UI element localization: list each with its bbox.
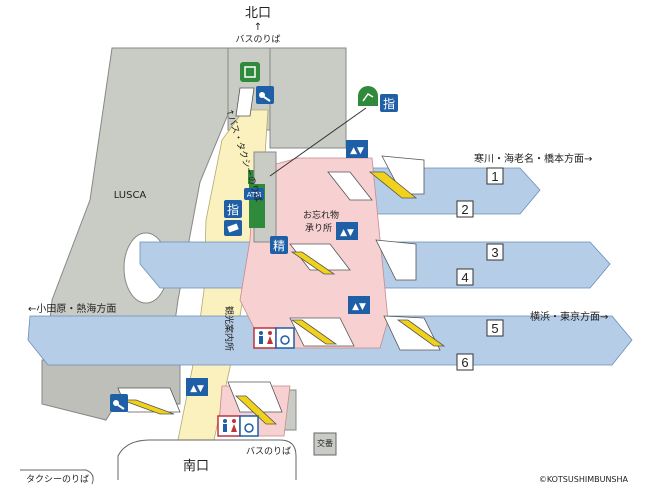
toilet-icon [253, 327, 277, 349]
reserved-ticket-icon: 指 [380, 94, 398, 112]
toilet-icon [217, 415, 241, 437]
platform-box-3 [486, 243, 504, 261]
icons: 指 指 ATM 精 ▲▼ ▲▼ ▲▼ [110, 62, 398, 437]
platform-box-5 [486, 319, 504, 337]
ticket-machine-icon [224, 220, 242, 236]
lost-found-label-1: お忘れ物 [303, 209, 339, 221]
reserved-ticket-icon: 指 [224, 200, 242, 218]
reserved-ticket-label: 指 [383, 96, 395, 111]
elevator-icon: ▲▼ [346, 140, 368, 158]
stair-north [235, 87, 255, 117]
platform-numbers: 1 2 3 4 5 6 [456, 167, 504, 371]
platform-box-2 [456, 200, 474, 218]
direction-yokohama-label: 横浜・東京方面→ [530, 310, 608, 323]
north-bus-label: バスのりば [235, 34, 280, 45]
atm-label: ATM [247, 191, 262, 199]
svg-text:▲▼: ▲▼ [190, 384, 204, 394]
stair-p5 [383, 315, 441, 351]
key-locker-icon [256, 86, 274, 104]
seisan-label: 精 [273, 239, 285, 253]
taxi-label: タクシーのりば [26, 474, 89, 485]
leader-line [269, 107, 367, 177]
north-building [269, 47, 347, 149]
key-locker-icon [110, 394, 128, 412]
platform-box-6 [456, 353, 474, 371]
north-arrow-label: ↑ [254, 22, 262, 33]
taxi-stand-outline [20, 469, 94, 485]
atm-icon: ATM [244, 188, 264, 200]
platform-label-4: 4 [461, 270, 468, 285]
north-exit-label: 北口 [245, 6, 271, 21]
escalator-lusca [121, 399, 175, 415]
koban-building [313, 432, 337, 456]
south-exit-label: 南口 [183, 458, 209, 474]
koban-label: 交番 [317, 438, 333, 448]
locker-icon [240, 62, 260, 82]
escalator-south [234, 395, 278, 425]
platform-label-5: 5 [491, 321, 498, 336]
stair-south [227, 381, 283, 413]
south-plaza-outline [117, 439, 297, 480]
direction-kawa-label: 寒川・海老名・橋本方面→ [474, 152, 592, 165]
escalator-p6 [396, 319, 446, 347]
stair-p1 [327, 171, 373, 201]
elevator-icon: ▲▼ [348, 296, 370, 314]
svg-text:▲▼: ▲▼ [352, 302, 366, 312]
stair-p4 [289, 243, 351, 271]
lusca-label: LUSCA [114, 190, 147, 201]
escalator-p5 [290, 319, 338, 345]
svg-text:▲▼: ▲▼ [340, 228, 354, 238]
platform-label-2: 2 [461, 202, 468, 217]
lost-found-label-2: 承り所 [305, 223, 332, 234]
escalator-p3 [290, 251, 336, 275]
platform-label-3: 3 [491, 245, 498, 260]
wheelchair-icon [239, 415, 259, 437]
direction-odawara-label: ←小田原・熱海方面 [28, 302, 116, 315]
copyright-label: ©KOTSUSHIMBUNSHA [539, 475, 629, 484]
fare-adjustment-icon: 精 [270, 236, 288, 254]
platform-box-4 [456, 268, 474, 286]
tourist-info-label: 観光案内所 [223, 306, 235, 351]
svg-text:▲▼: ▲▼ [350, 146, 364, 156]
south-bus-label: バスのりば [246, 446, 291, 457]
elevator-icon: ▲▼ [186, 378, 208, 396]
stair-p3 [375, 239, 417, 281]
elevator-icon: ▲▼ [336, 222, 358, 240]
platform-box-1 [486, 167, 504, 185]
reserved-ticket-label-2: 指 [227, 202, 239, 217]
wheelchair-icon [275, 327, 295, 349]
green-window-icon [358, 86, 378, 106]
escalator-p1 [368, 171, 418, 199]
platform-label-6: 6 [461, 355, 468, 370]
platform-label-1: 1 [491, 169, 498, 184]
escalators [121, 171, 446, 425]
